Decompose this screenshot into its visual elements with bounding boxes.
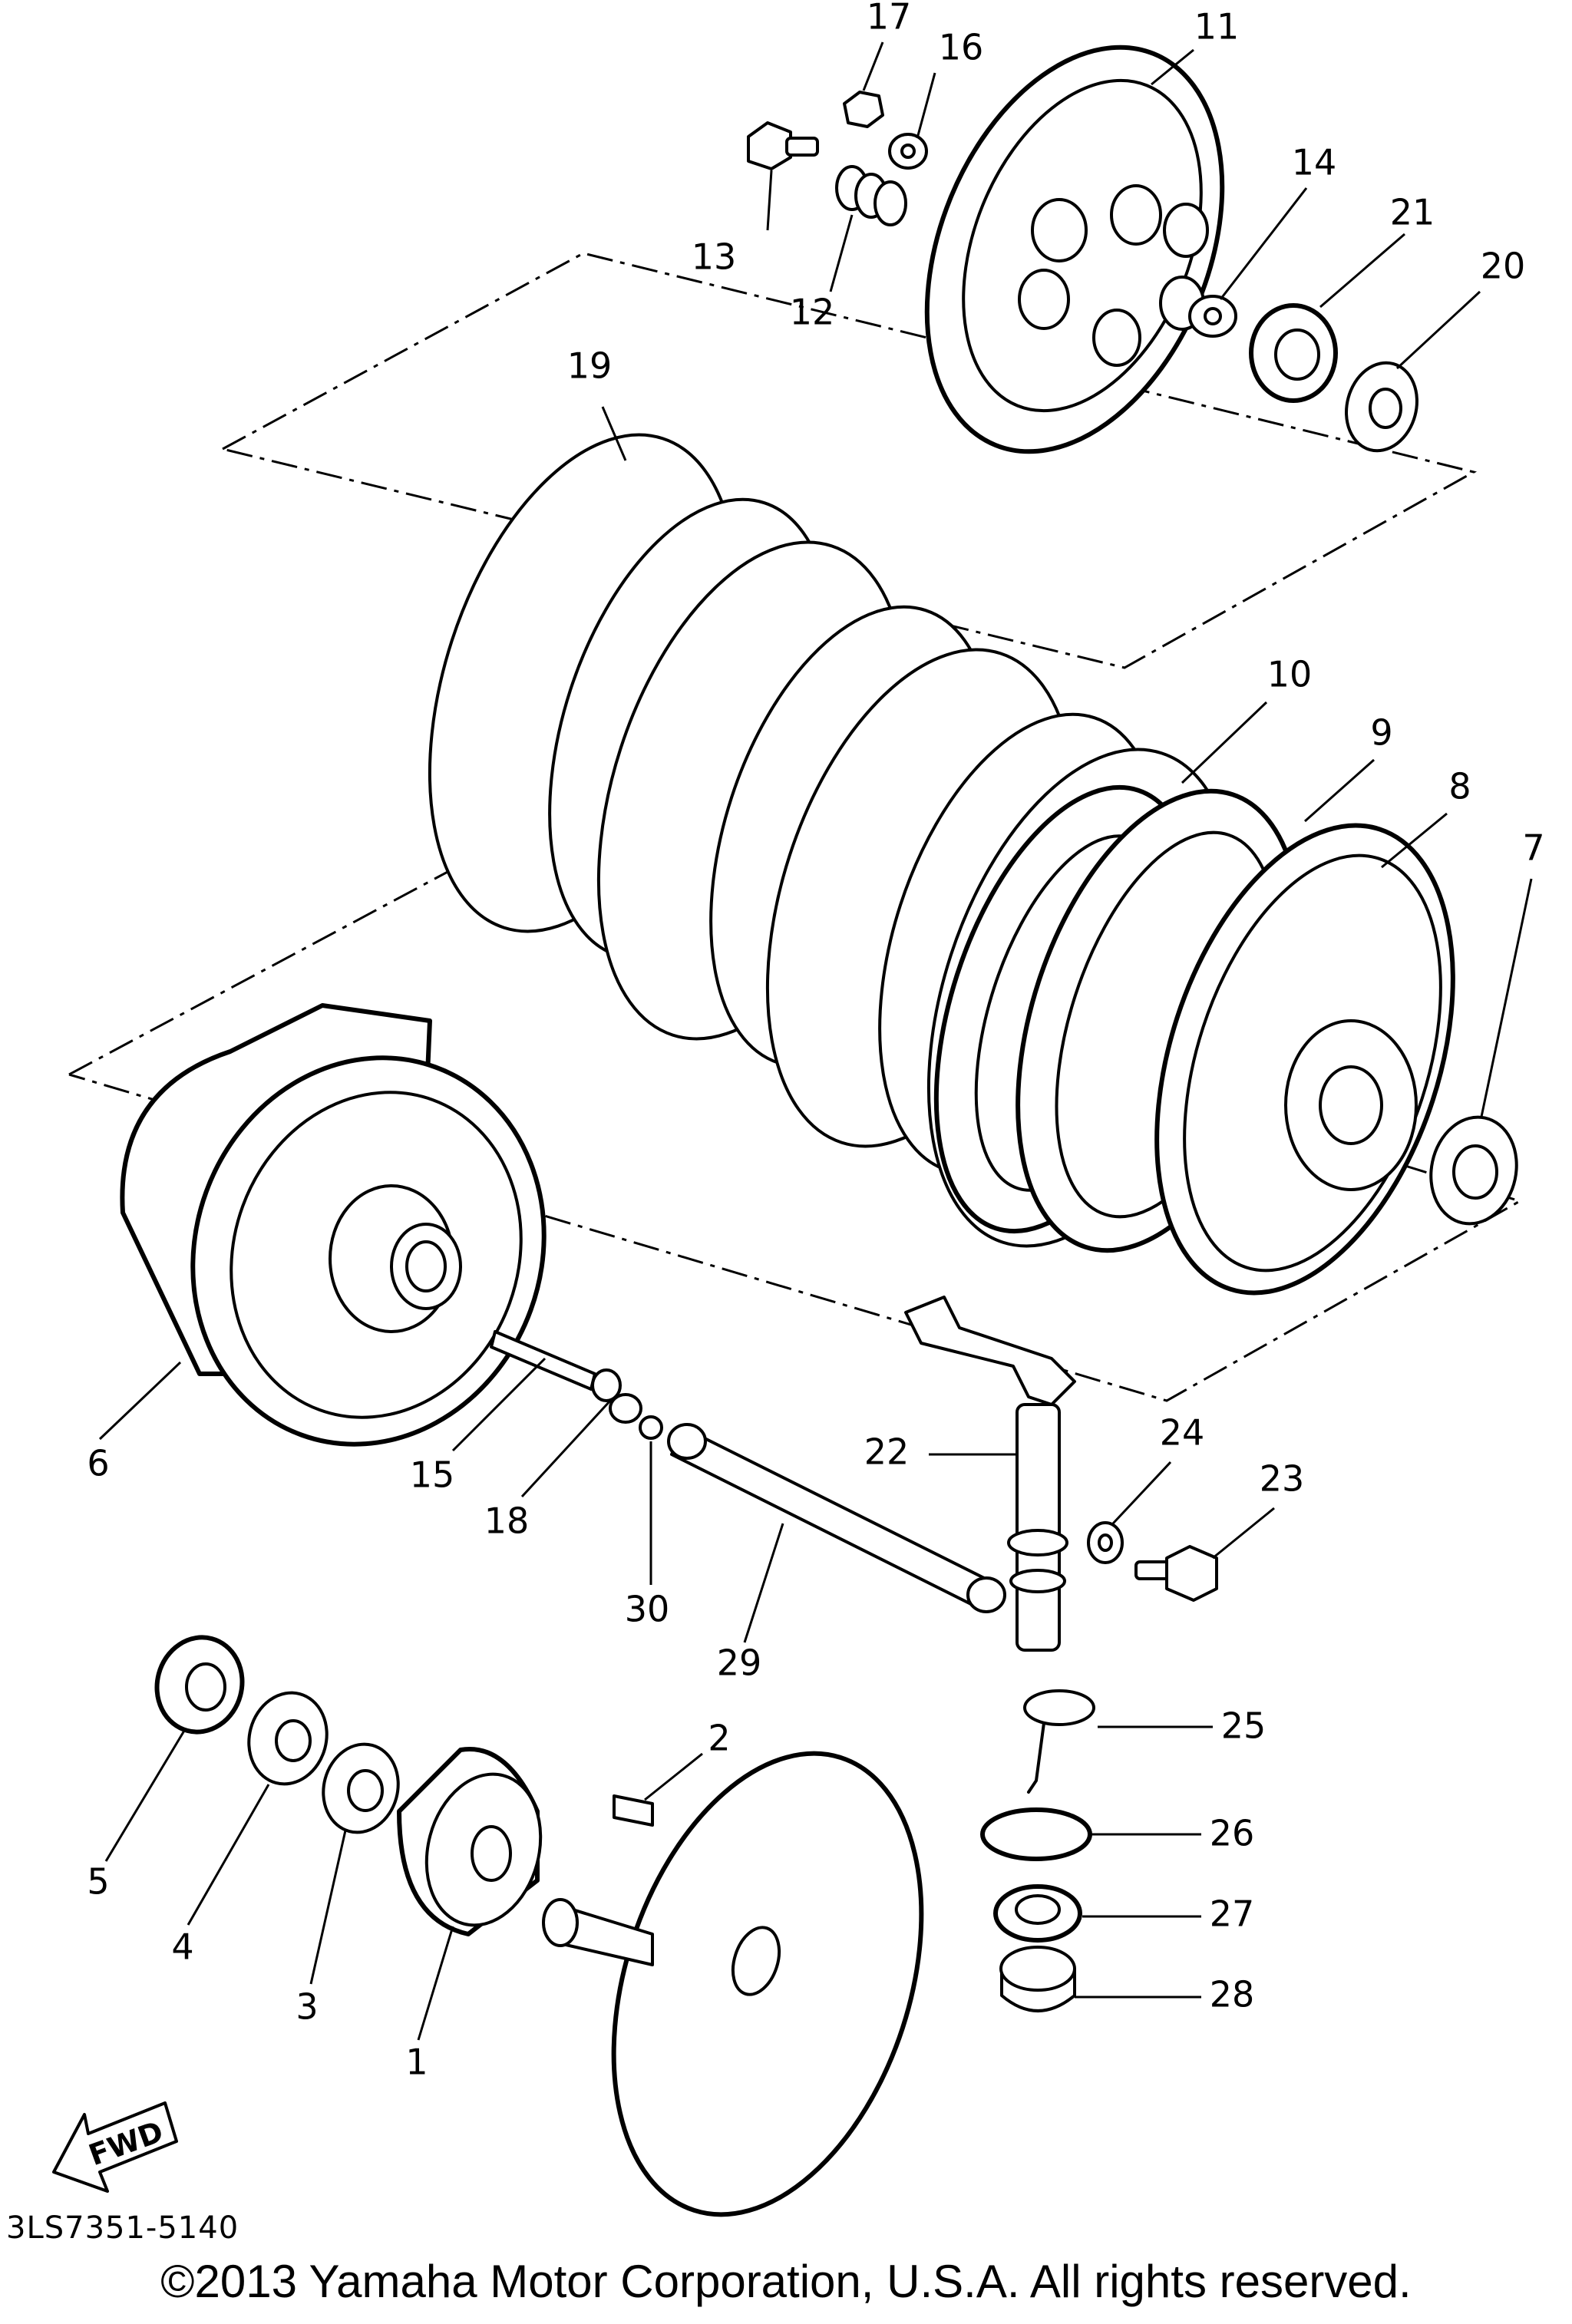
crankshaft-flywheel (542, 1751, 924, 2217)
callout-18: 18 (484, 1500, 530, 1542)
callout-12: 12 (790, 292, 835, 333)
forward-arrow: FWD (52, 2101, 178, 2193)
callout-2: 2 (708, 1718, 730, 1759)
diagram-part-code: 3LS7351-5140 (6, 2210, 239, 2246)
clutch-plate-8 (1154, 823, 1455, 1296)
copyright-notice: ©2013 Yamaha Motor Corporation, U.S.A. A… (160, 2256, 1412, 2307)
clutch-housing-6 (120, 1003, 547, 1447)
callout-23: 23 (1260, 1458, 1305, 1500)
callout-15: 15 (410, 1454, 455, 1496)
pressure-plate (924, 45, 1225, 454)
callout-22: 22 (864, 1431, 910, 1473)
bearing-21 (1249, 303, 1338, 403)
callout-13: 13 (692, 236, 737, 278)
leader-lines (98, 41, 1533, 2041)
callout-20: 20 (1481, 246, 1526, 287)
callout-24: 24 (1160, 1412, 1205, 1454)
callout-6: 6 (87, 1443, 109, 1484)
callout-11: 11 (1194, 6, 1240, 48)
washer-16 (888, 133, 928, 170)
callout-19: 19 (567, 345, 613, 387)
ball-30 (639, 1415, 663, 1440)
bolt-13 (747, 121, 819, 170)
primary-drive-gear-1 (397, 1747, 543, 1936)
callout-4: 4 (171, 1926, 193, 1968)
bolt-23 (1134, 1545, 1218, 1602)
plate-20 (1345, 361, 1418, 453)
callout-1: 1 (405, 2042, 428, 2083)
push-rod-29 (667, 1423, 1006, 1613)
callout-14: 14 (1292, 142, 1337, 183)
push-rod-15 (490, 1330, 622, 1402)
ball-18 (609, 1393, 642, 1424)
callout-16: 16 (939, 27, 984, 68)
spring-25 (1023, 1689, 1095, 1794)
callout-21: 21 (1390, 192, 1435, 233)
callout-28: 28 (1210, 1974, 1255, 2015)
lock-washer-4 (247, 1691, 329, 1786)
nut-17 (843, 91, 884, 128)
callout-8: 8 (1448, 766, 1471, 807)
push-lever-shaft-22 (904, 1296, 1076, 1652)
callout-26: 26 (1210, 1813, 1255, 1854)
oil-seal-27 (993, 1884, 1082, 1943)
callout-3: 3 (296, 1986, 318, 2028)
callout-29: 29 (717, 1642, 762, 1684)
callout-5: 5 (87, 1861, 109, 1903)
callout-25: 25 (1221, 1705, 1267, 1747)
callout-10: 10 (1267, 654, 1313, 695)
spring-12 (835, 165, 907, 226)
callout-17: 17 (867, 0, 912, 38)
key-2 (613, 1794, 654, 1827)
circlip-26 (980, 1807, 1092, 1861)
callout-9: 9 (1370, 712, 1392, 754)
callout-27: 27 (1210, 1893, 1255, 1935)
callout-labels: 1 2 3 4 5 6 7 8 9 10 11 12 13 14 15 16 1… (87, 0, 1544, 2083)
callout-7: 7 (1522, 827, 1544, 869)
washer-24 (1087, 1521, 1124, 1564)
callout-30: 30 (625, 1589, 670, 1630)
bearing-5 (154, 1635, 245, 1735)
washer-3 (322, 1742, 400, 1834)
bushing-28 (999, 1946, 1076, 2012)
lock-washer-7 (1429, 1115, 1518, 1226)
push-rod-14 (1188, 295, 1237, 338)
